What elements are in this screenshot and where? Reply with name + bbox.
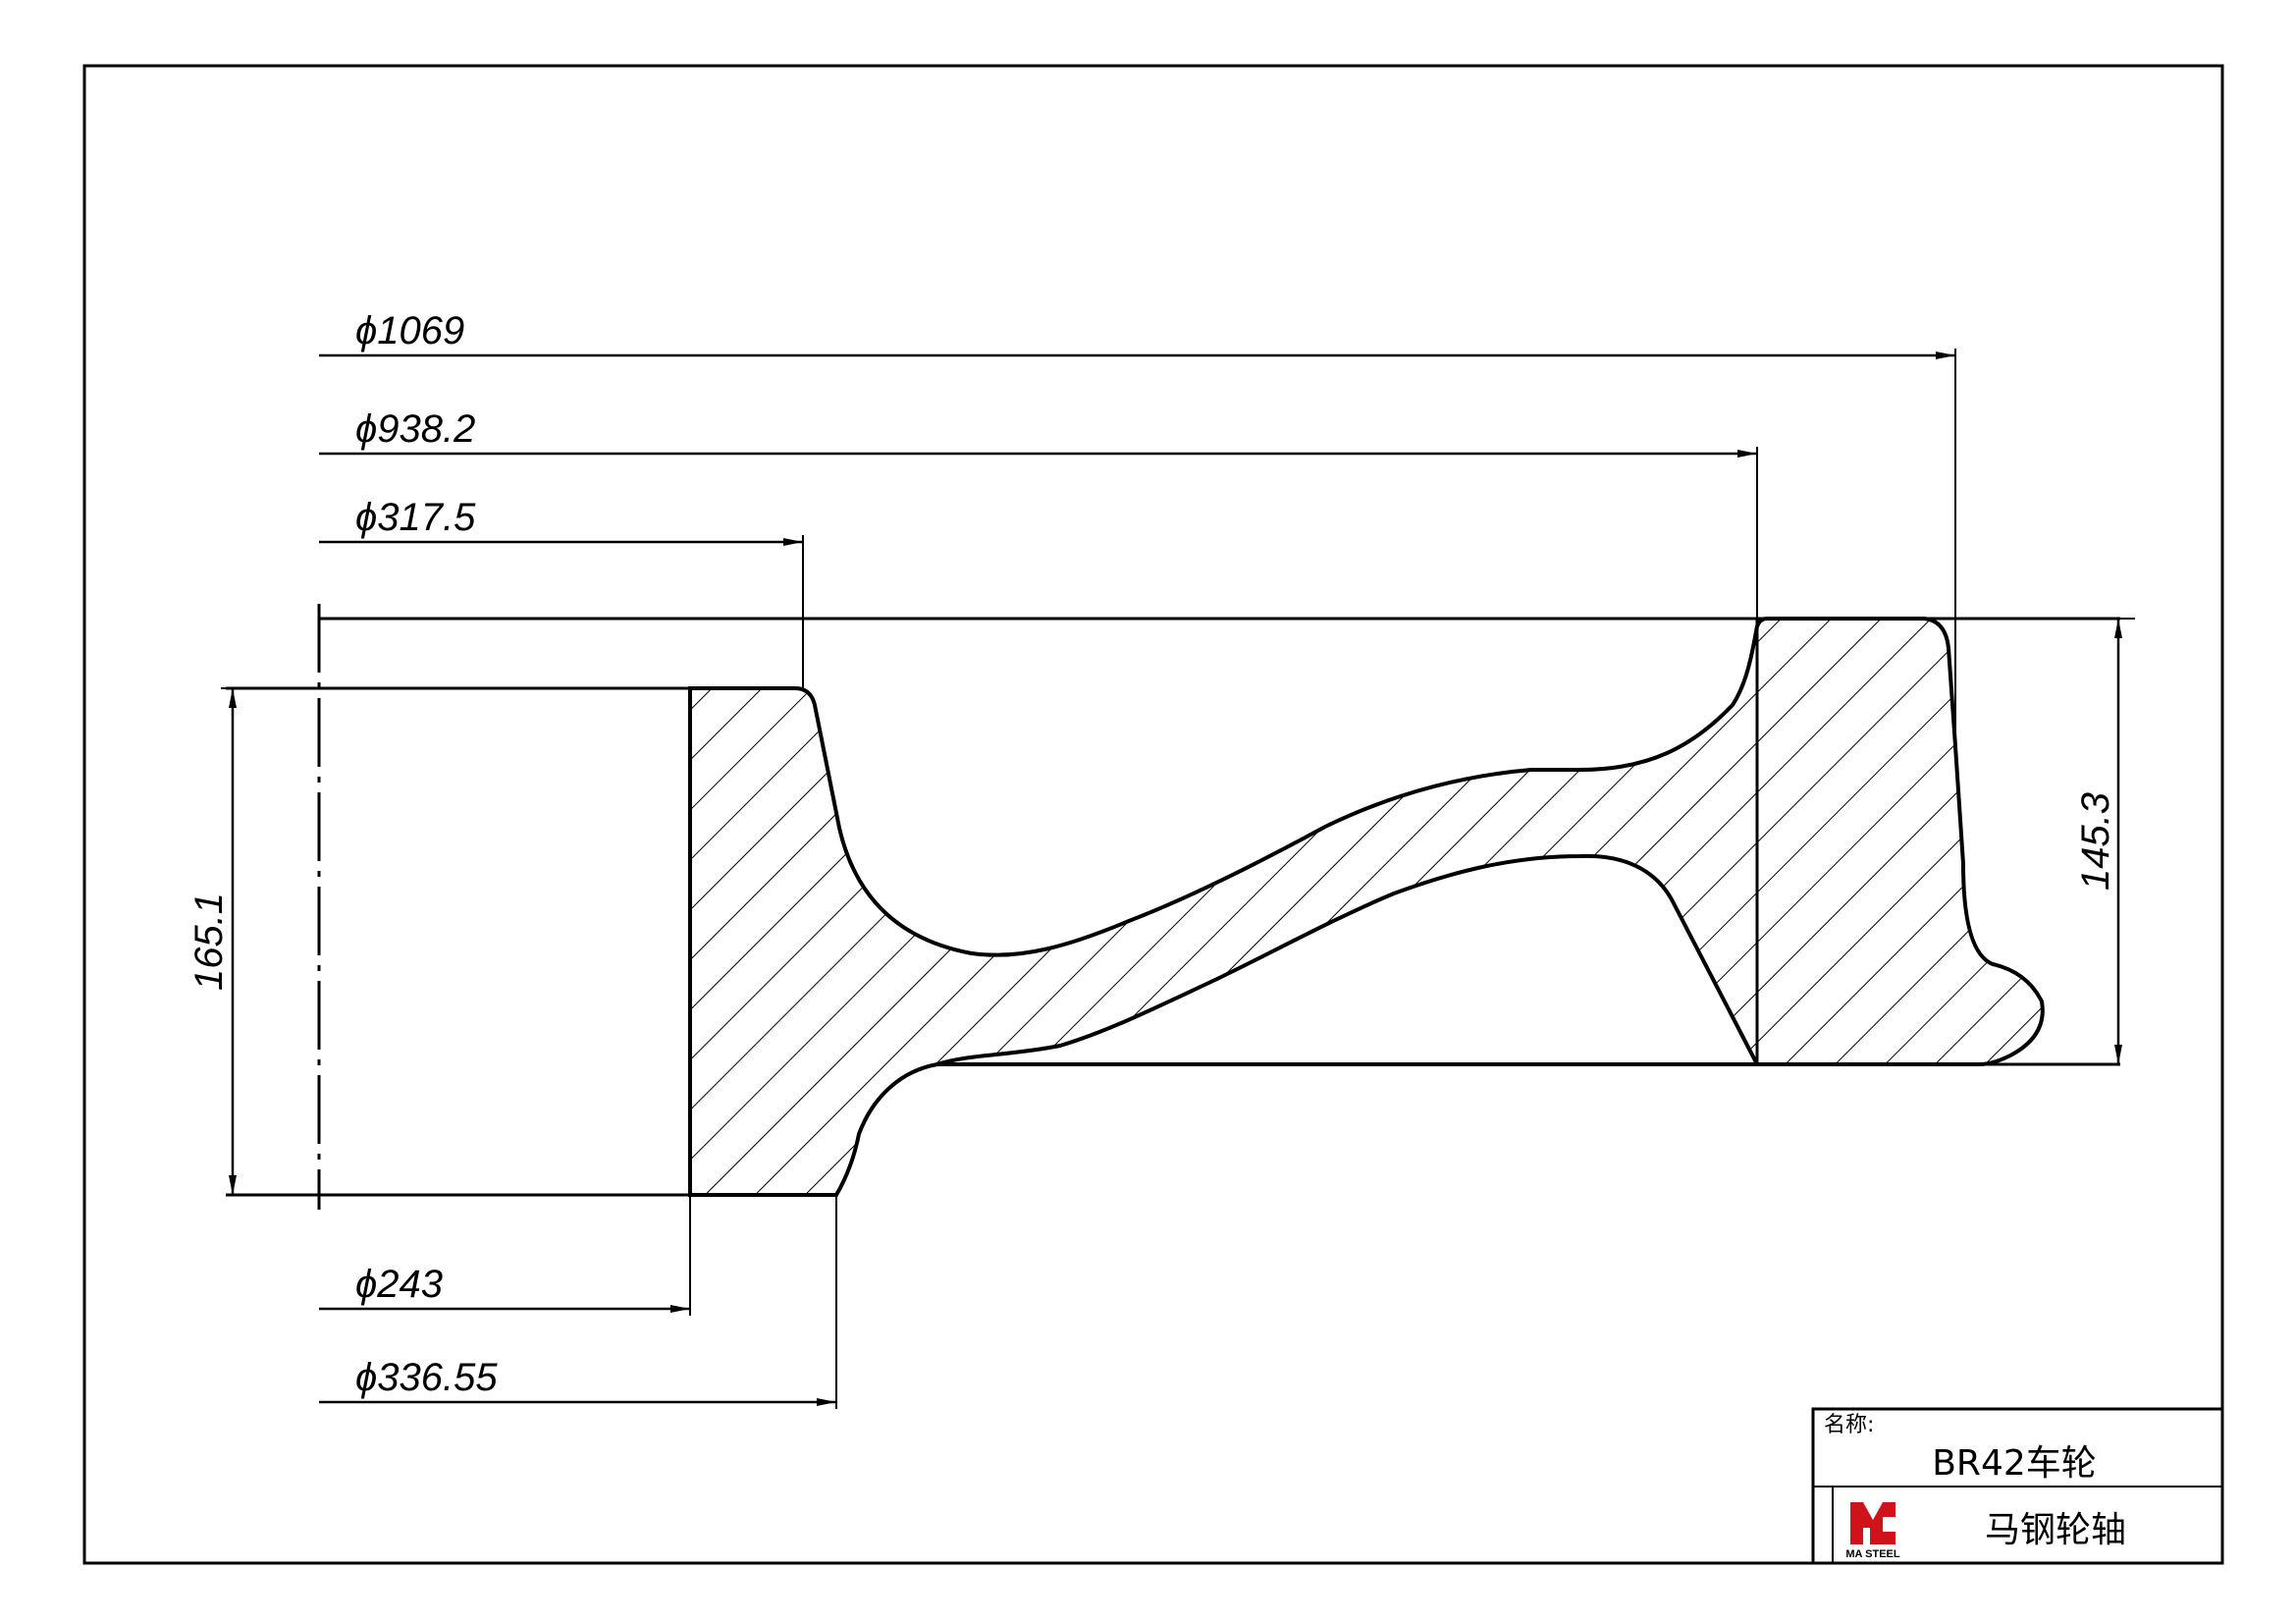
name-label: 名称:: [1824, 1413, 1874, 1437]
dim-text-317: ϕ317.5: [355, 496, 476, 539]
dim-text-145: 145.3: [2074, 792, 2117, 891]
masteel-logo: MA STEEL: [1845, 1502, 1900, 1560]
part-name: BR42车轮: [1932, 1443, 2097, 1484]
drawing-frame: [82, 64, 2224, 1565]
dim-text-243: ϕ243: [355, 1263, 443, 1306]
dim-text-336: ϕ336.55: [355, 1356, 498, 1399]
company-name: 马钢轮轴: [1985, 1510, 2126, 1550]
logo-text: MA STEEL: [1845, 1548, 1899, 1560]
dim-text-938: ϕ938.2: [355, 407, 475, 451]
web-void: [936, 853, 1761, 1066]
title-block: 名称: BR42车轮 马钢轮轴 MA STEEL: [1811, 1407, 2224, 1565]
dim-text-165: 165.1: [187, 893, 231, 991]
dim-text-1069: ϕ1069: [355, 309, 464, 352]
